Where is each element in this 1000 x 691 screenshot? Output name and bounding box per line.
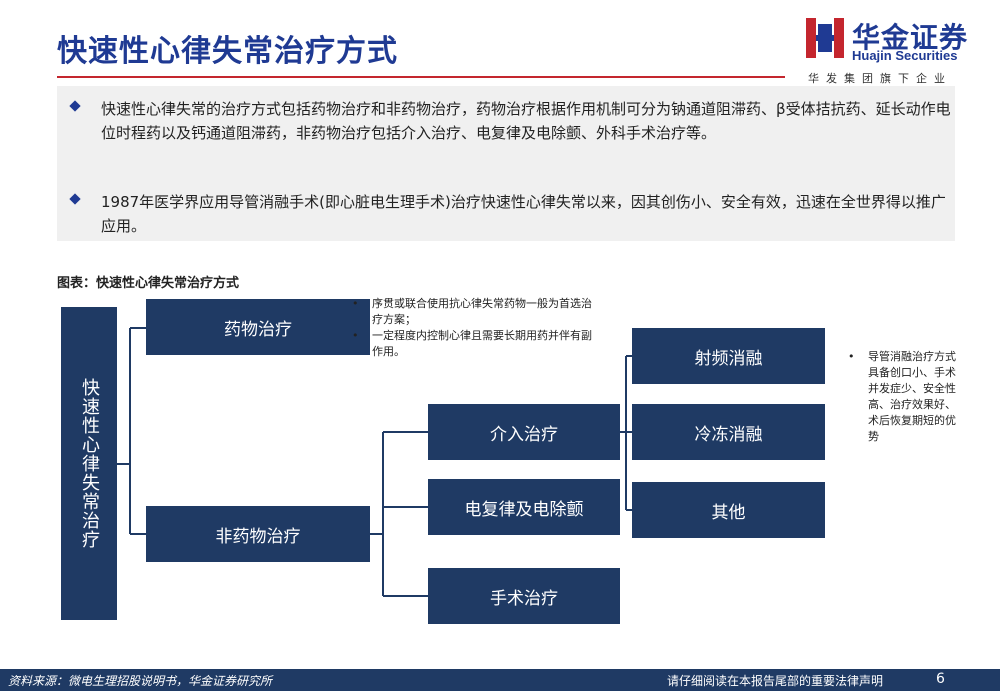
note-text: 序贯或联合使用抗心律失常药物一般为首选治疗方案；	[372, 297, 592, 326]
summary-text: 1987年医学界应用导管消融手术(即心脏电生理手术)治疗快速性心律失常以来，因其…	[101, 193, 946, 235]
ablation-notes: • 导管消融治疗方式具备创口小、手术并发症少、安全性高、治疗效果好、术后恢复期短…	[848, 349, 960, 445]
huajin-logo-icon	[806, 18, 844, 58]
nondrug-therapy-box: 非药物治疗	[146, 506, 370, 562]
bullet-dot-icon: •	[848, 350, 855, 363]
logo-name-cn: 华金证券	[852, 21, 969, 54]
figure-label: 图表：快速性心律失常治疗方式	[57, 276, 240, 291]
cryo-ablation-box: 冷冻消融	[632, 404, 825, 460]
bullet-dot-icon: •	[352, 329, 359, 342]
footer-bar: 资料来源：微电生理招股说明书，华金证券研究所 请仔细阅读在本报告尾部的重要法律声…	[0, 669, 1000, 691]
cardioversion-box: 电复律及电除颤	[428, 479, 620, 535]
title-divider	[57, 76, 785, 78]
note-text: 导管消融治疗方式具备创口小、手术并发症少、安全性高、治疗效果好、术后恢复期短的优…	[868, 350, 956, 443]
note-item: • 序贯或联合使用抗心律失常药物一般为首选治疗方案；	[352, 296, 592, 328]
footer-disclaimer: 请仔细阅读在本报告尾部的重要法律声明	[667, 674, 884, 688]
company-logo: 华金证券 Huajin Securities 华发集团旗下企业	[806, 18, 976, 88]
footer-source: 资料来源：微电生理招股说明书，华金证券研究所	[8, 674, 273, 688]
note-item: • 一定程度内控制心律且需要长期用药并伴有副作用。	[352, 328, 592, 360]
page-title: 快速性心律失常治疗方式	[57, 34, 398, 69]
summary-text: 快速性心律失常的治疗方式包括药物治疗和非药物治疗，药物治疗根据作用机制可分为钠通…	[101, 100, 951, 142]
note-text: 一定程度内控制心律且需要长期用药并伴有副作用。	[372, 329, 592, 358]
summary-panel: 快速性心律失常的治疗方式包括药物治疗和非药物治疗，药物治疗根据作用机制可分为钠通…	[57, 86, 955, 241]
page-number: 6	[936, 671, 945, 687]
logo-subtitle: 华发集团旗下企业	[808, 72, 952, 85]
root-node-box: 快速性心律失常治疗	[61, 307, 117, 620]
drug-notes: • 序贯或联合使用抗心律失常药物一般为首选治疗方案； • 一定程度内控制心律且需…	[352, 296, 592, 360]
logo-name-en: Huajin Securities	[852, 48, 958, 63]
rf-ablation-box: 射频消融	[632, 328, 825, 384]
intervention-therapy-box: 介入治疗	[428, 404, 620, 460]
drug-therapy-box: 药物治疗	[146, 299, 370, 355]
other-ablation-box: 其他	[632, 482, 825, 538]
bullet-dot-icon: •	[352, 297, 359, 310]
note-item: • 导管消融治疗方式具备创口小、手术并发症少、安全性高、治疗效果好、术后恢复期短…	[848, 349, 960, 445]
surgery-box: 手术治疗	[428, 568, 620, 624]
